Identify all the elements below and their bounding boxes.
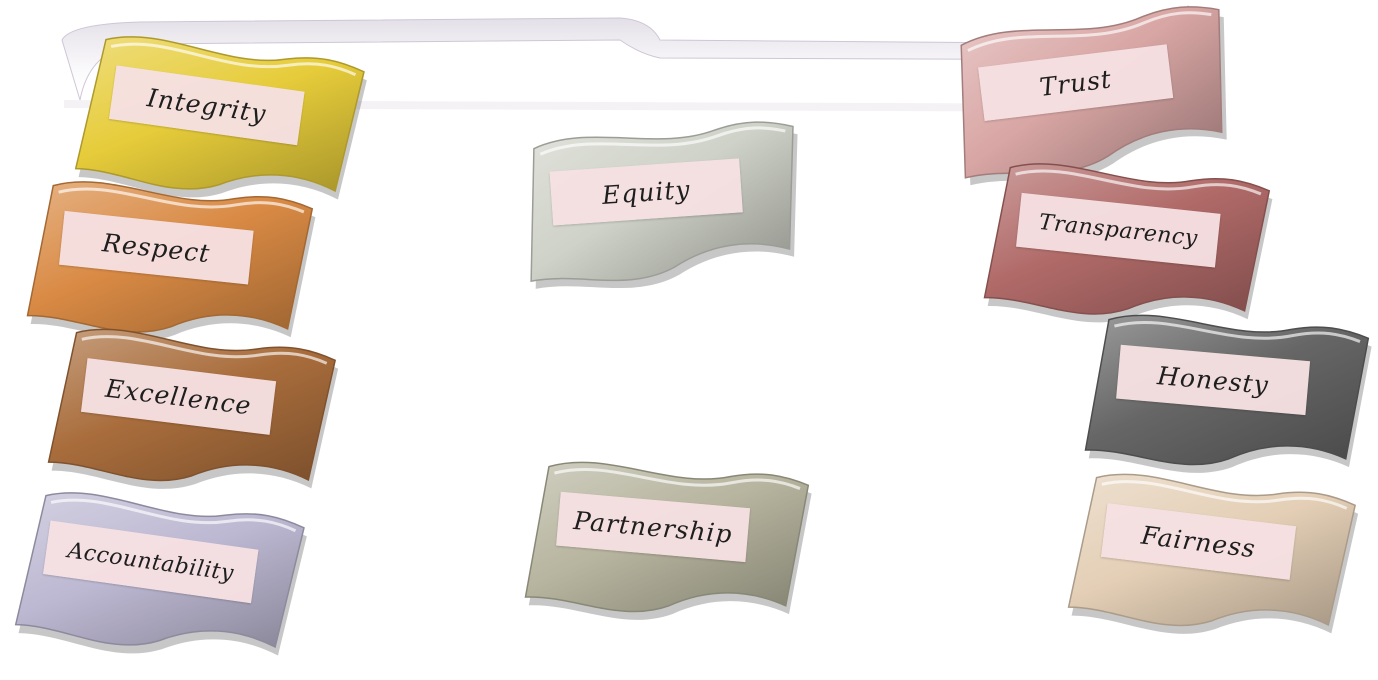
flag-highlight [50, 498, 297, 533]
flag-highlight [81, 335, 328, 365]
flag-highlight [967, 11, 1212, 52]
value-flag-integrity: Integrity [58, 14, 379, 224]
value-flag-accountability: Accountability [0, 470, 318, 680]
flag-highlight [554, 468, 801, 490]
value-flag-fairness: Fairness [1051, 452, 1369, 657]
flag-highlight [1015, 169, 1262, 196]
flag-highlight [539, 126, 786, 156]
flag-highlight [58, 187, 305, 214]
value-flag-partnership: Partnership [508, 442, 822, 637]
flag-highlight [110, 42, 357, 77]
value-flag-equity: Equity [504, 108, 815, 299]
value-flag-trust: Trust [931, 0, 1249, 196]
flag-highlight [1114, 321, 1361, 343]
flag-highlight [1101, 480, 1348, 510]
value-flag-transparency: Transparency [967, 143, 1283, 343]
value-flag-excellence: Excellence [31, 307, 349, 512]
value-flag-honesty: Honesty [1068, 295, 1378, 490]
